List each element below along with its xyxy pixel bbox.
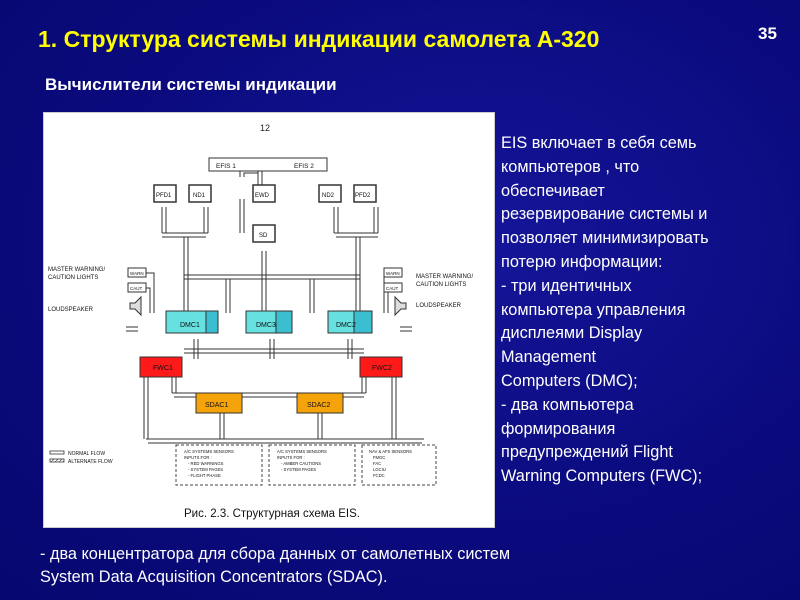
sdac1-unit xyxy=(195,392,243,414)
sensor-box-1-line-2: INPUTS FOR : xyxy=(184,455,212,460)
sensor-box-2-line-3: - AMBER CAUTIONS xyxy=(281,461,321,466)
fwc1-unit xyxy=(139,356,183,378)
sensor-box-2 xyxy=(268,444,356,486)
sensor-box-1-line-1: A/C SYSTEMS SENSORS xyxy=(184,449,234,454)
right-text-line: - три идентичных xyxy=(501,276,632,295)
right-text-line: обеспечивает xyxy=(501,181,605,200)
sensor-box-3-line-4: LGCIU xyxy=(373,467,386,472)
caution-lights-label-right: CAUTION LIGHTS xyxy=(416,282,466,288)
right-text-line: формирования xyxy=(501,419,616,438)
sensor-box-2-line-1: A/C SYSTEMS SENSORS xyxy=(277,449,327,454)
caut-light-right xyxy=(383,282,403,293)
sensor-box-1-line-3: - RED WARNINGS xyxy=(188,461,224,466)
sensor-box-1-line-4: - SYSTEM PAGES xyxy=(188,467,223,472)
dmc1-label: DMC1 xyxy=(180,322,200,329)
dmc3-label: DMC3 xyxy=(256,322,276,329)
right-text-line: потерю информации: xyxy=(501,252,663,271)
efis2-label: EFIS 2 xyxy=(294,163,314,170)
right-text-line: Warning Computers (FWC); xyxy=(501,467,703,486)
sensor-box-2-line-2: INPUTS FOR : xyxy=(277,455,305,460)
warn-label-right: WARN xyxy=(386,271,400,276)
efis1-label: EFIS 1 xyxy=(216,163,236,170)
bottom-text-line: - два концентратора для сбора данных от … xyxy=(40,545,511,563)
eis-diagram: 12 EFIS 1 EFIS 2 PFD1 ND1 EWD ND2 PFD2 S… xyxy=(48,123,473,520)
warn-light-left xyxy=(127,267,147,278)
right-text-line: EIS включает в себя семь xyxy=(501,134,697,152)
right-text-line: компьютера управления xyxy=(501,300,686,319)
figure-page-number: 12 xyxy=(260,123,270,133)
right-text-line: Computers (DMC); xyxy=(501,371,638,390)
nd2-label: ND2 xyxy=(322,193,335,199)
right-text-line: компьютеров , что xyxy=(501,157,640,176)
loudspeaker-label-left: LOUDSPEAKER xyxy=(48,307,94,313)
display-units xyxy=(153,184,377,243)
sd-label: SD xyxy=(259,233,268,239)
loudspeaker-label-right: LOUDSPEAKER xyxy=(416,303,462,309)
dmc-units xyxy=(165,310,373,334)
fwc2-label: FWC2 xyxy=(372,365,392,372)
sensor-box-1-line-5: - FLIGHT PHASE xyxy=(188,473,221,478)
pfd1-label: PFD1 xyxy=(156,193,172,199)
loudspeaker-icon-left xyxy=(129,295,142,317)
figure-caption: Рис. 2.3. Структурная схема EIS. xyxy=(184,508,360,520)
sdac1-label: SDAC1 xyxy=(205,402,228,409)
sdac2-unit xyxy=(296,392,344,414)
master-warning-label-left: MASTER WARNING/ xyxy=(48,267,105,273)
eis-diagram-figure: 12 EFIS 1 EFIS 2 PFD1 ND1 EWD ND2 PFD2 S… xyxy=(43,112,495,528)
slide-title: 1. Структура системы индикации самолета … xyxy=(38,26,600,52)
bottom-text-line: System Data Acquisition Concentrators (S… xyxy=(40,568,388,586)
right-text-line: предупреждений Flight xyxy=(501,443,673,462)
nd1-label: ND1 xyxy=(193,193,206,199)
legend-alternate-flow-label: ALTERNATE FLOW xyxy=(68,459,113,465)
efis-bar xyxy=(208,157,328,172)
legend-alternate-flow-swatch xyxy=(49,458,65,463)
fwc2-unit xyxy=(359,356,403,378)
right-text-line: дисплеями Display xyxy=(501,324,643,343)
sensor-box-1 xyxy=(175,444,263,486)
sensor-box-2-line-4: - SYSTEM PAGES xyxy=(281,467,316,472)
warn-label-left: WARN xyxy=(130,271,144,276)
sensor-box-3-line-3: FAC xyxy=(373,461,381,466)
caut-label-left: CAUT xyxy=(130,286,143,291)
slide-number: 35 xyxy=(758,24,777,43)
ewd-label: EWD xyxy=(255,193,270,199)
sensor-box-3-line-1: NAV & AFS SENSORS xyxy=(369,449,412,454)
caut-light-left xyxy=(127,282,147,293)
right-description: EIS включает в себя семь компьютеров , ч… xyxy=(501,132,796,489)
caut-label-right: CAUT xyxy=(386,286,399,291)
legend-normal-flow-label: NORMAL FLOW xyxy=(68,451,105,457)
legend-normal-flow-swatch xyxy=(49,450,65,455)
right-text-line: резервирование системы и xyxy=(501,205,708,224)
bottom-description: - два концентратора для сбора данных от … xyxy=(40,543,510,589)
warn-light-right xyxy=(383,267,403,278)
master-warning-label-right: MASTER WARNING/ xyxy=(416,274,473,280)
dmc2-label: DMC2 xyxy=(336,322,356,329)
caution-lights-label-left: CAUTION LIGHTS xyxy=(48,275,98,281)
sdac2-label: SDAC2 xyxy=(307,402,330,409)
loudspeaker-icon-right xyxy=(394,295,407,317)
right-text-line: - два компьютера xyxy=(501,395,634,414)
slide-subtitle: Вычислители системы индикации xyxy=(45,75,337,94)
sensor-box-3 xyxy=(361,444,437,486)
sensor-box-3-line-2: FMGC xyxy=(373,455,385,460)
fwc1-label: FWC1 xyxy=(153,365,173,372)
pfd2-label: PFD2 xyxy=(355,193,371,199)
connection-lines xyxy=(126,168,424,444)
sensor-box-3-line-5: FCDC xyxy=(373,473,385,478)
right-text-line: Management xyxy=(501,348,597,367)
right-text-line: позволяет минимизировать xyxy=(501,229,709,248)
